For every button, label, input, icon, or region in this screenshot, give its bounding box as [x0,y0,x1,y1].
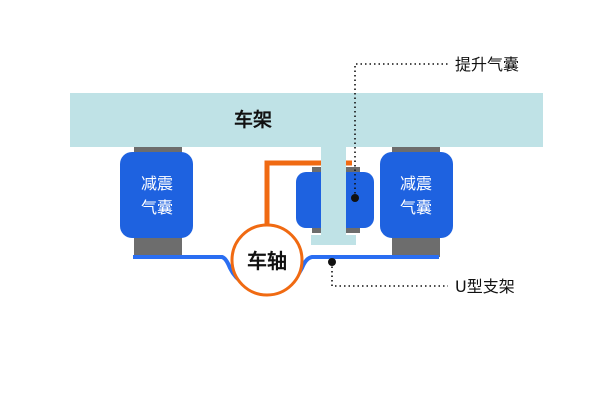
right-airbag-label-line2: 气囊 [400,198,432,217]
u-bracket-label: U型支架 [455,277,515,296]
left-airbag-bottom-pad [134,237,182,257]
left-airbag-label-line2: 气囊 [141,198,173,217]
left-airbag-top-pad [134,147,182,156]
axle [230,223,304,297]
right-airbag-bottom-pad [392,237,440,257]
axle-label: 车轴 [247,249,287,273]
u-bracket-leader-line [331,262,448,287]
frame-label: 车架 [234,108,272,131]
u-bracket-vertical [321,145,346,235]
right-airbag-top-pad [392,147,440,156]
left-shock-airbag [120,152,193,238]
u-bracket-base [311,235,356,245]
right-airbag-label-line1: 减震 [400,174,432,193]
left-airbag-label-line1: 减震 [141,174,173,193]
frame-beam [70,93,543,147]
right-shock-airbag [380,152,453,238]
lift-airbag-label: 提升气囊 [455,55,519,74]
